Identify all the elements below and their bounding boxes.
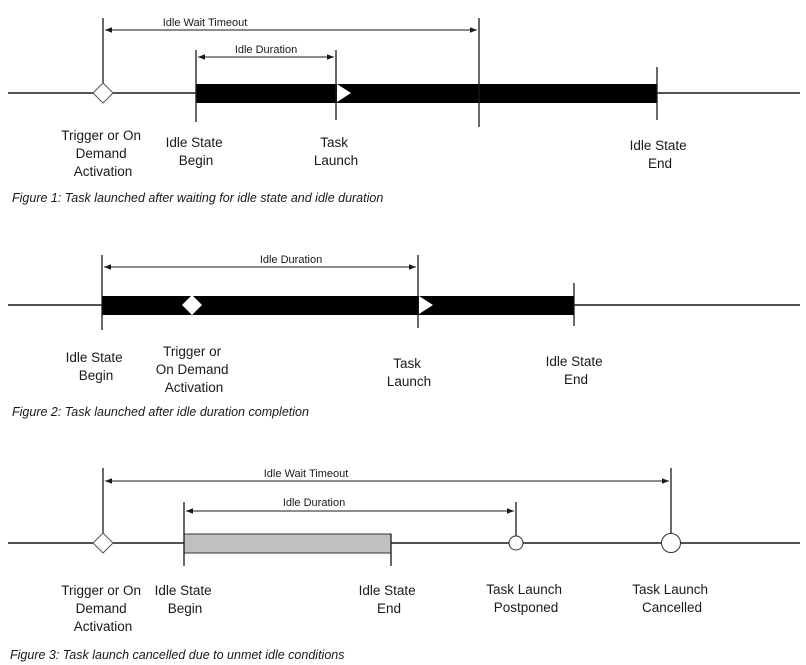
postponed-label: Task Launch Postponed (486, 582, 566, 615)
idle-state-bar (102, 296, 574, 315)
idle-end-label: Idle State End (630, 138, 691, 171)
task-launch-label: Task Launch (314, 135, 358, 168)
idle-state-bar (196, 84, 657, 103)
task-launch-triangle-icon (419, 296, 433, 314)
trigger-diamond-icon (92, 532, 114, 554)
figure-caption: Figure 1: Task launched after waiting fo… (12, 191, 383, 205)
trigger-diamond-icon (182, 295, 202, 315)
idle-wait-timeout-label: Idle Wait Timeout (264, 468, 349, 480)
idle-end-label: Idle State End (359, 583, 420, 616)
figure-caption: Figure 2: Task launched after idle durat… (12, 405, 309, 419)
task-launch-label: Task Launch (387, 356, 431, 389)
figure-2: Idle Duration Idle State Begin Trigger o… (8, 254, 800, 419)
idle-wait-timeout-label: Idle Wait Timeout (163, 17, 248, 29)
figure-3: Idle Wait Timeout Idle Duration Trigger … (8, 468, 800, 662)
cancelled-circle-icon (661, 533, 681, 553)
cancelled-label: Task Launch Cancelled (632, 582, 712, 615)
figure-1: Idle Wait Timeout Idle Duration Trigger … (8, 17, 800, 205)
figure-caption: Figure 3: Task launch cancelled due to u… (10, 648, 344, 662)
trigger-label: Trigger or On Demand Activation (156, 344, 233, 395)
trigger-diamond-icon (92, 82, 114, 104)
idle-duration-label: Idle Duration (260, 254, 322, 266)
idle-begin-label: Idle State Begin (166, 135, 227, 168)
idle-duration-label: Idle Duration (283, 497, 345, 509)
trigger-label: Trigger or On Demand Activation (61, 583, 145, 634)
trigger-label: Trigger or On Demand Activation (61, 128, 145, 179)
task-launch-triangle-icon (337, 84, 351, 102)
idle-end-label: Idle State End (546, 354, 607, 387)
postponed-circle-icon (508, 535, 524, 551)
idle-duration-label: Idle Duration (235, 44, 297, 56)
idle-begin-label: Idle State Begin (66, 350, 127, 383)
unmet-idle-state-bar (183, 533, 392, 554)
idle-begin-label: Idle State Begin (155, 583, 216, 616)
